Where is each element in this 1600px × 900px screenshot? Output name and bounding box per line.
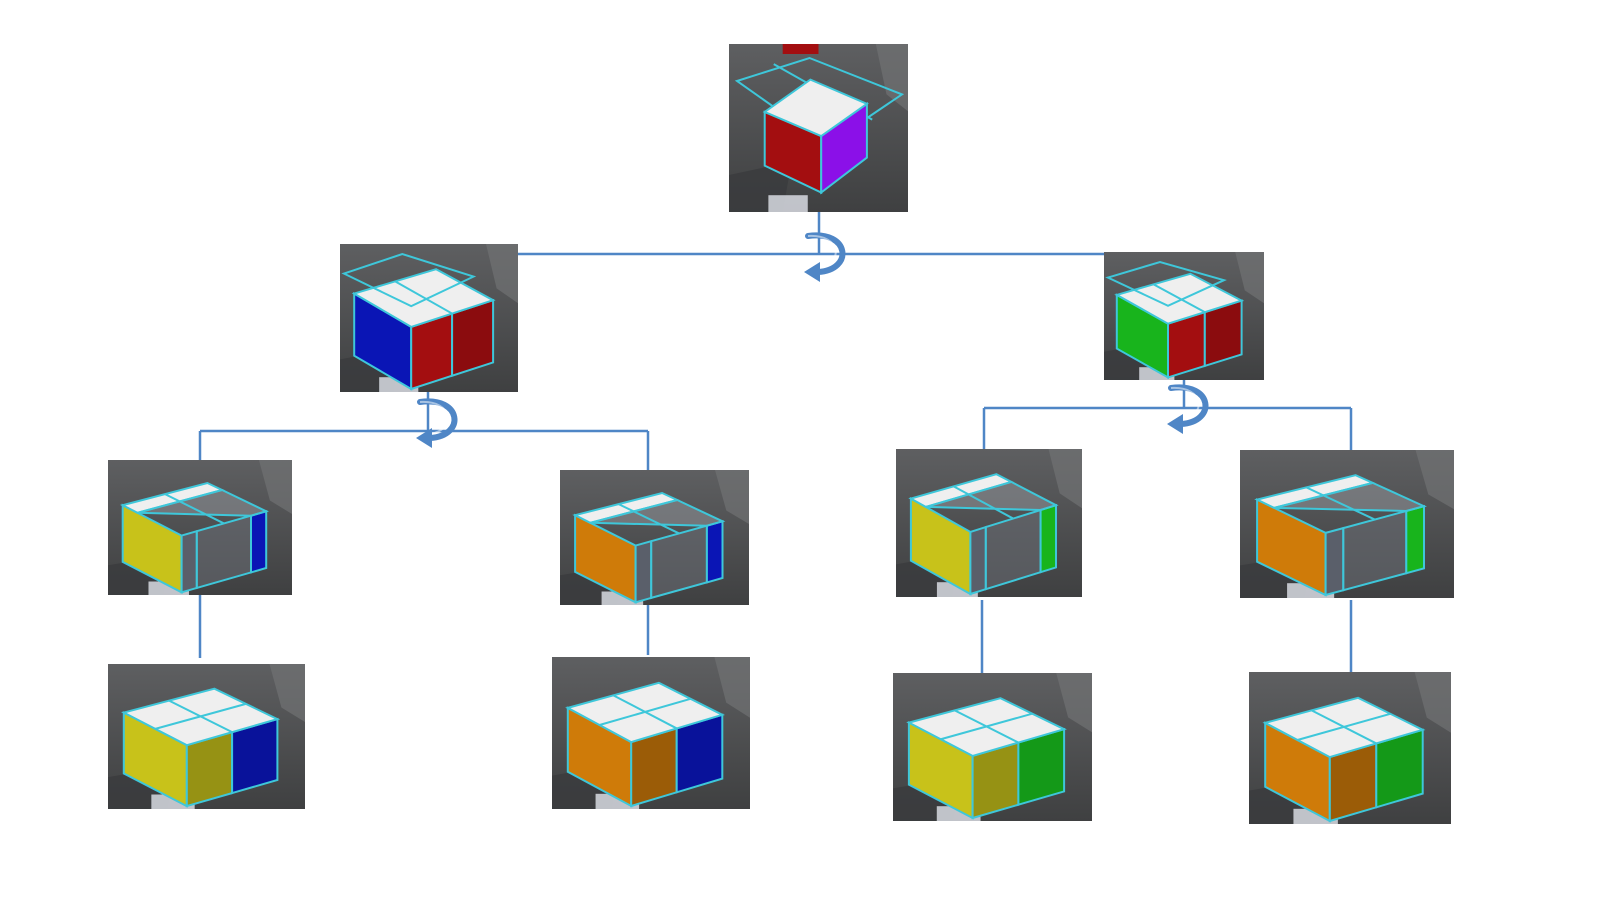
- green-red-pair-snapshot: [1104, 252, 1264, 380]
- snapshot-rr: [1240, 450, 1454, 598]
- orange-green-full-snapshot: [1249, 672, 1451, 824]
- rotate-arrow-icon: [1167, 384, 1209, 434]
- snapshot-left: [340, 244, 518, 392]
- yellow-green-empty-snapshot: [896, 449, 1082, 597]
- snapshot-rl-final: [893, 673, 1092, 821]
- snapshot-root: [729, 44, 908, 212]
- snapshot-ll: [108, 460, 292, 595]
- snapshot-right: [1104, 252, 1264, 380]
- rotate-arrow-icon: [416, 398, 458, 448]
- red-purple-cube-snapshot: [729, 44, 908, 212]
- orange-blue-empty-snapshot: [560, 470, 749, 605]
- snapshot-panels: [108, 44, 1454, 824]
- snapshot-lr: [560, 470, 749, 605]
- yellow-green-full-snapshot: [893, 673, 1092, 821]
- snapshot-rr-final: [1249, 672, 1451, 824]
- orange-blue-full-snapshot: [552, 657, 750, 809]
- snapshot-rl: [896, 449, 1082, 597]
- rotate-arrow-icon: [804, 232, 846, 282]
- orange-green-empty-snapshot: [1240, 450, 1454, 598]
- blue-red-pair-snapshot: [340, 244, 518, 392]
- snapshot-ll-final: [108, 664, 305, 809]
- tree-connectors: [198, 212, 1353, 673]
- yellow-blue-full-snapshot: [108, 664, 305, 809]
- yellow-blue-empty-snapshot: [108, 460, 292, 595]
- snapshot-lr-final: [552, 657, 750, 809]
- rotation-markers: [416, 232, 1209, 448]
